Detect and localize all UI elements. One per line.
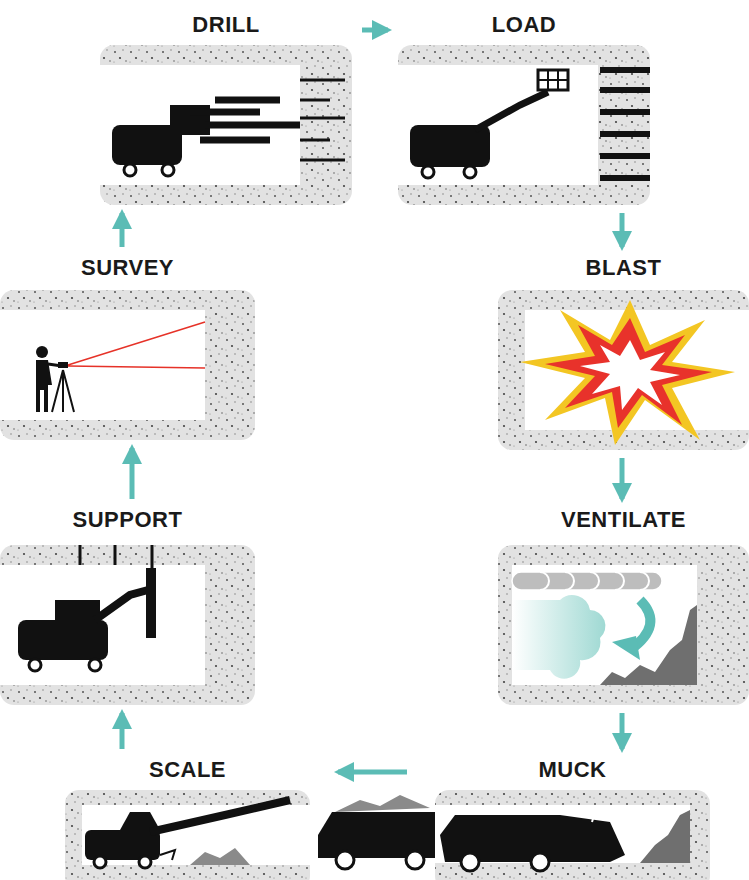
- load-stage: LOAD: [398, 12, 650, 205]
- stage-heading-row: DRILL: [100, 12, 352, 38]
- blast-panel: [498, 290, 749, 450]
- cycle-arrow: [620, 458, 625, 499]
- stage-heading: VENTILATE: [557, 507, 690, 533]
- stage-heading: LOAD: [488, 12, 560, 38]
- muck-stage: MUCK: [435, 757, 710, 880]
- ventilate-panel: [498, 545, 749, 705]
- cycle-arrow: [130, 448, 135, 499]
- cycle-arrow: [120, 713, 125, 749]
- stage-heading: SURVEY: [77, 255, 178, 281]
- stage-heading-row: BLAST: [498, 255, 749, 281]
- cycle-arrow: [120, 213, 125, 247]
- ventilate-stage: VENTILATE: [498, 507, 749, 705]
- stage-heading: DRILL: [188, 12, 263, 38]
- load-panel: [398, 45, 650, 205]
- stage-heading-row: SCALE: [65, 757, 310, 783]
- cycle-arrow: [620, 213, 625, 247]
- survey-stage: SURVEY: [0, 255, 255, 440]
- stage-heading-row: VENTILATE: [498, 507, 749, 533]
- stage-heading: SUPPORT: [69, 507, 187, 533]
- survey-panel: [0, 290, 255, 440]
- stage-heading-row: SURVEY: [0, 255, 255, 281]
- drill-panel: [100, 45, 352, 205]
- stage-heading: MUCK: [535, 757, 611, 783]
- cycle-arrow: [620, 713, 625, 749]
- blast-stage: BLAST: [498, 255, 749, 450]
- scale-panel: [65, 790, 310, 880]
- support-stage: SUPPORT: [0, 507, 255, 705]
- support-panel: [0, 545, 255, 705]
- drill-stage: DRILL: [100, 12, 352, 205]
- cycle-arrow: [338, 770, 407, 775]
- scale-stage: SCALE: [65, 757, 310, 880]
- muck-panel: [318, 790, 710, 880]
- stage-heading: SCALE: [145, 757, 230, 783]
- stage-heading-row: LOAD: [398, 12, 650, 38]
- cycle-arrow: [362, 28, 388, 33]
- stage-heading: BLAST: [582, 255, 666, 281]
- stage-heading-row: MUCK: [435, 757, 710, 783]
- stage-heading-row: SUPPORT: [0, 507, 255, 533]
